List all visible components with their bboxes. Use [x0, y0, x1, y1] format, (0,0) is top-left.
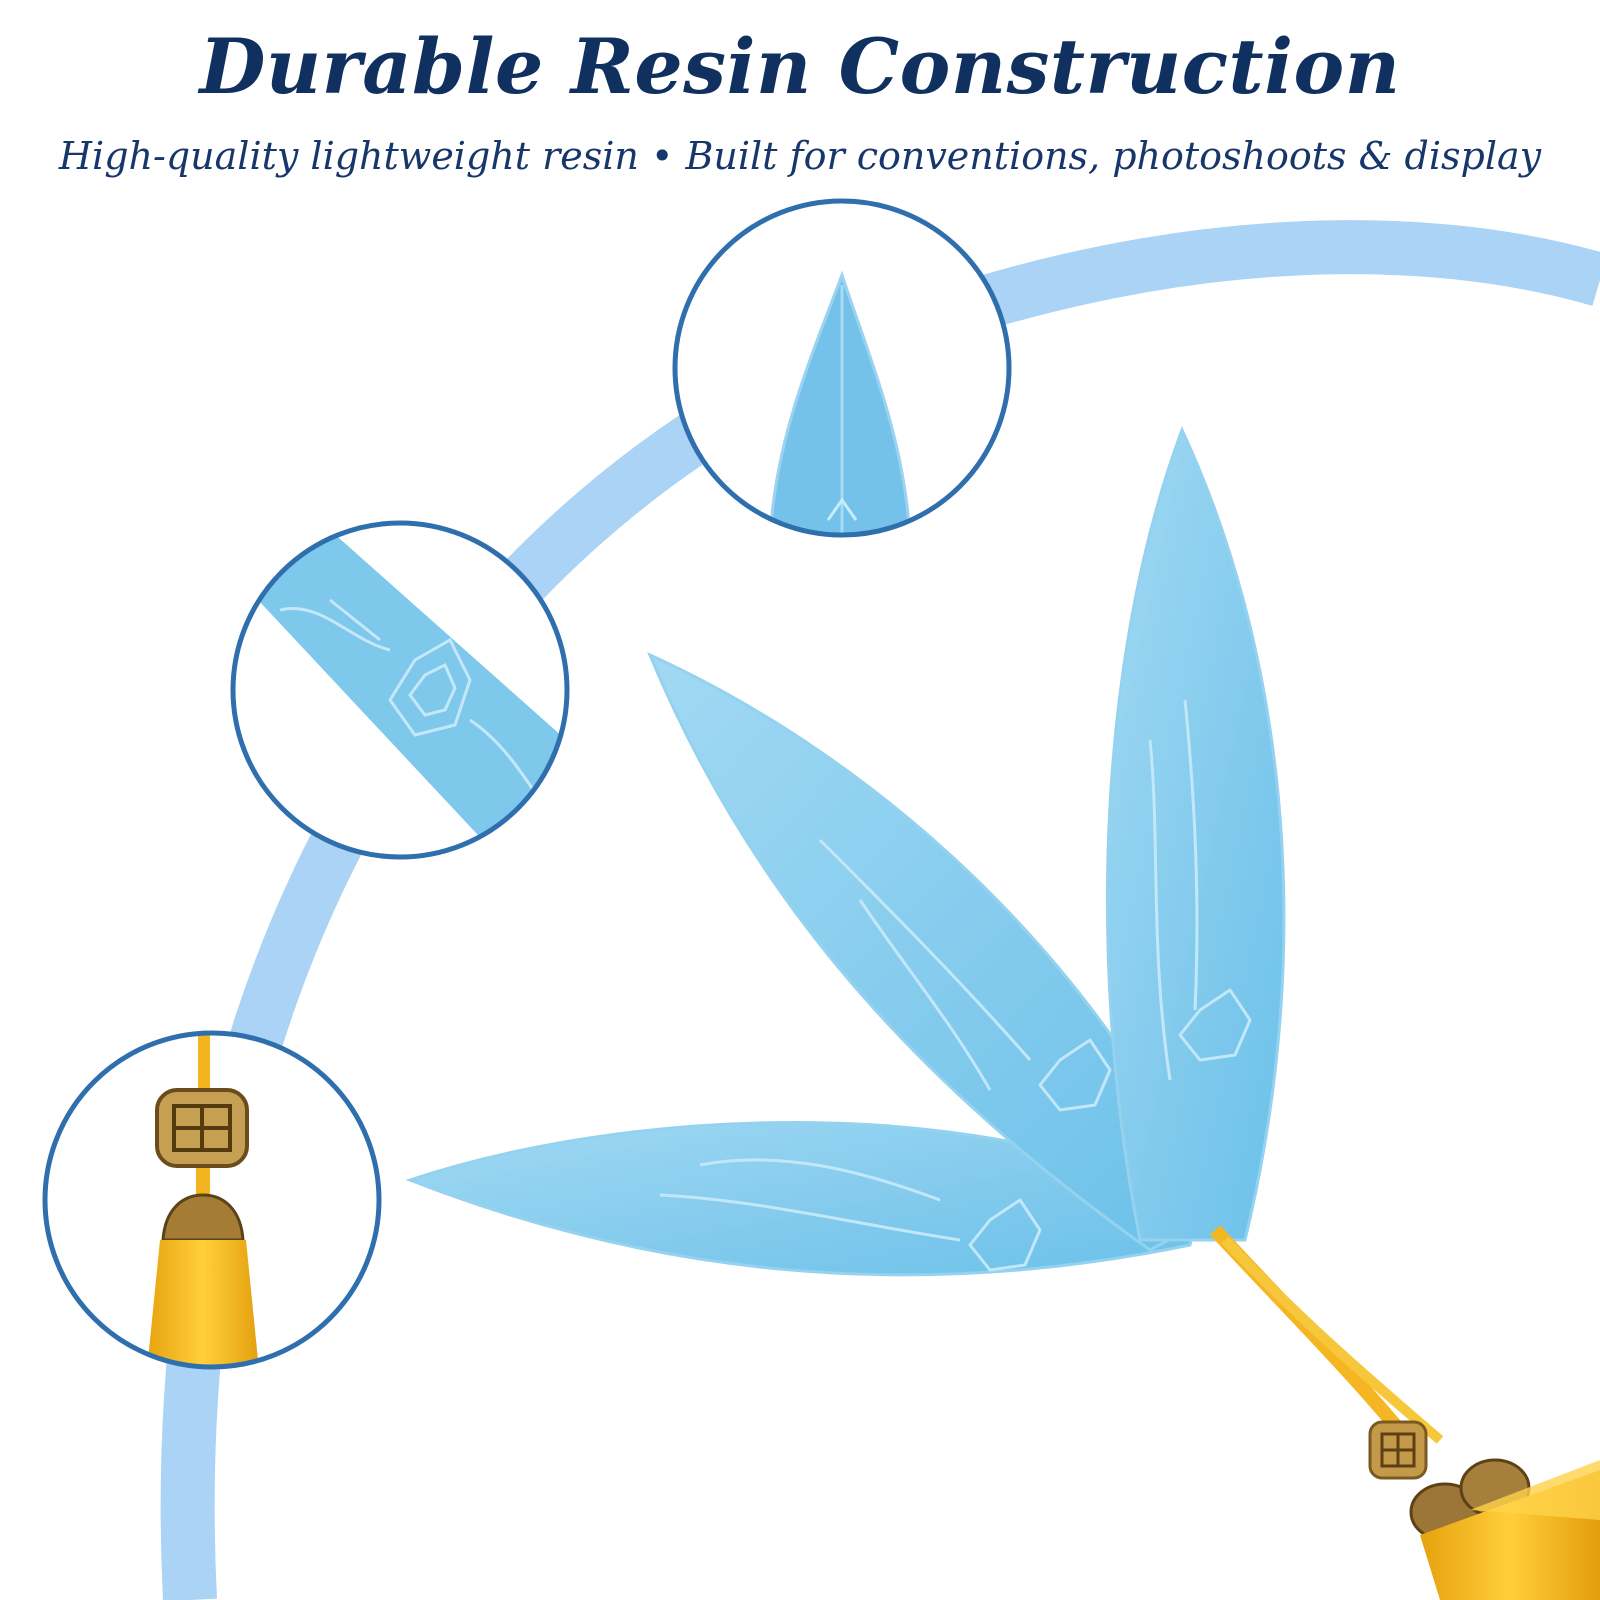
tassel-assembly [1209, 1225, 1600, 1600]
tassel-knot-closeup-icon [155, 1088, 249, 1168]
callout-engraved-pattern [230, 520, 570, 860]
page-title: Durable Resin Construction [199, 22, 1401, 111]
resin-blade-fan [405, 426, 1286, 1277]
knot-ornament-icon [1368, 1420, 1428, 1480]
blade-tip-closeup-icon [768, 270, 912, 535]
callout-blade-tip [672, 198, 1012, 538]
callout-tassel-knot [42, 1030, 382, 1370]
page-subtitle: High-quality lightweight resin • Built f… [58, 134, 1542, 178]
